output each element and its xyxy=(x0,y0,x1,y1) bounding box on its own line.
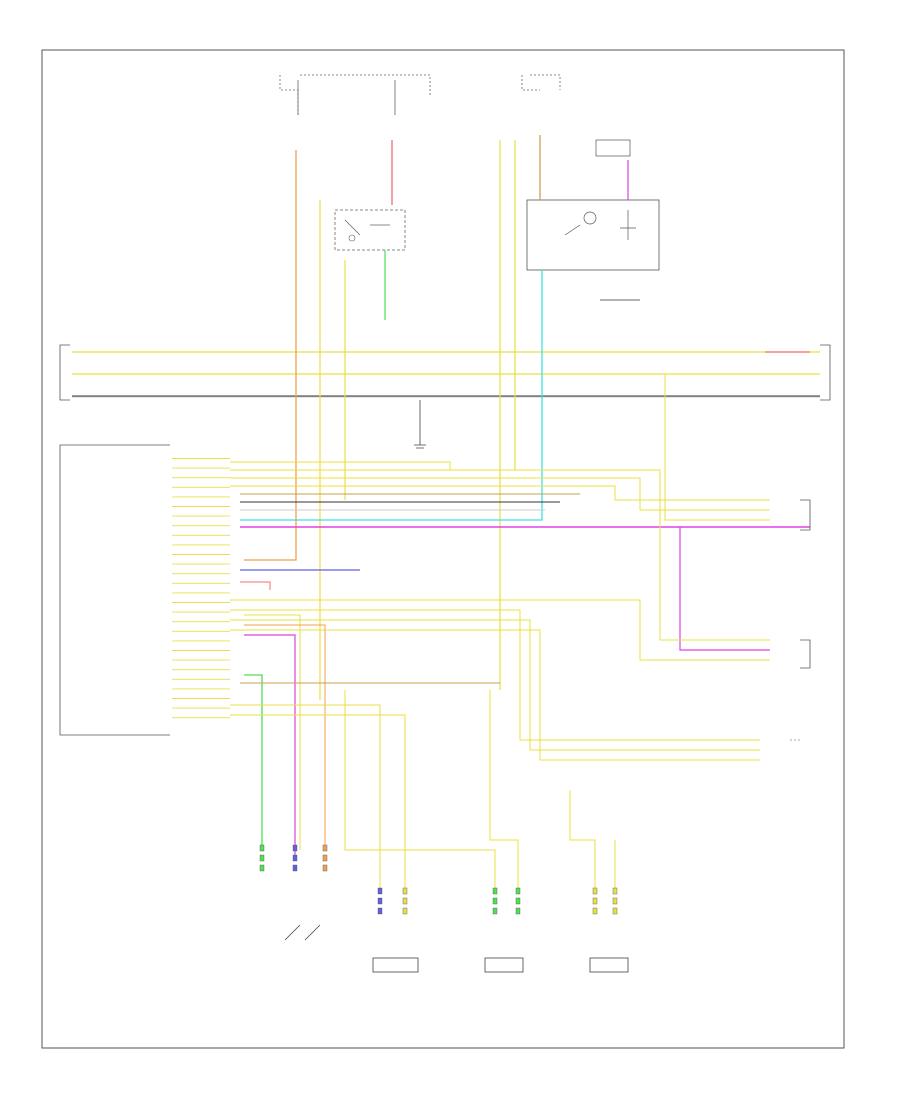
wire xyxy=(244,614,301,850)
wire xyxy=(244,634,296,860)
connector-terminal xyxy=(377,887,383,895)
connector-terminal xyxy=(402,907,408,915)
wire xyxy=(664,374,770,521)
connector-terminal xyxy=(492,897,498,905)
wire xyxy=(240,581,271,590)
wire xyxy=(230,619,760,751)
connector-terminal xyxy=(402,887,408,895)
connector-terminal xyxy=(515,887,521,895)
connector-terminal xyxy=(377,897,383,905)
wire xyxy=(230,714,406,890)
connector-terminal xyxy=(492,907,498,915)
connector-terminal xyxy=(292,844,298,852)
bottom-switch xyxy=(284,924,321,941)
fuse-left xyxy=(279,74,431,115)
compressor-relay xyxy=(334,209,406,251)
right-lower-connector xyxy=(800,639,811,669)
connector-terminal xyxy=(322,864,328,872)
diagram-frame xyxy=(41,49,845,1049)
wire xyxy=(230,629,760,761)
right-upper-connector xyxy=(800,499,811,531)
wire xyxy=(230,477,770,511)
connector-pins xyxy=(259,844,618,915)
wire xyxy=(230,704,381,890)
connector-terminal xyxy=(292,864,298,872)
module-pin-list xyxy=(172,458,230,719)
connector-terminal xyxy=(322,854,328,862)
wire xyxy=(240,270,543,521)
connector-terminal xyxy=(259,864,265,872)
connector-terminal xyxy=(612,907,618,915)
wire xyxy=(244,150,297,561)
control-module xyxy=(59,444,170,736)
exhaust-valve xyxy=(372,957,419,973)
connector-terminal xyxy=(259,844,265,852)
connector-terminal xyxy=(377,907,383,915)
fuse-right xyxy=(521,74,561,91)
connector-terminal xyxy=(592,887,598,895)
wire xyxy=(344,690,496,890)
connector-terminal xyxy=(292,854,298,862)
connector-terminal xyxy=(612,887,618,895)
wire xyxy=(244,624,326,850)
wire xyxy=(230,485,770,501)
wire xyxy=(230,469,770,641)
wire xyxy=(230,599,770,661)
connector-terminal xyxy=(259,854,265,862)
wire xyxy=(489,690,519,890)
rf-air-valve xyxy=(589,957,629,973)
connector-terminal xyxy=(592,907,598,915)
wire xyxy=(230,461,451,470)
connector-terminal xyxy=(515,897,521,905)
wire xyxy=(244,674,263,850)
connector-terminal xyxy=(322,844,328,852)
connector-terminal xyxy=(515,907,521,915)
connector-terminal xyxy=(402,897,408,905)
ground-symbol xyxy=(414,400,426,449)
right-connector xyxy=(820,344,831,401)
wire xyxy=(230,609,760,741)
connector-terminal xyxy=(592,897,598,905)
left-connector xyxy=(59,344,70,401)
wire xyxy=(569,790,596,890)
connector-terminal xyxy=(612,897,618,905)
compressor-motor xyxy=(526,139,660,271)
connector-terminal xyxy=(492,887,498,895)
wire xyxy=(679,527,770,651)
lf-air-valve xyxy=(484,957,524,973)
